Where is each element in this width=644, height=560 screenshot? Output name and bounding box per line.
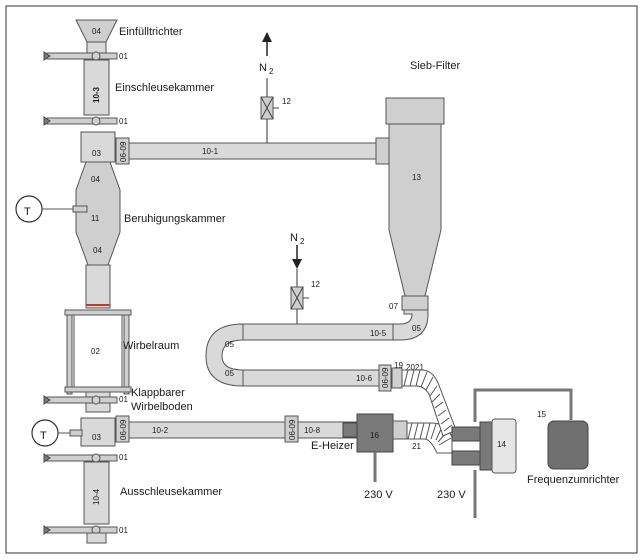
part-16: 16: [370, 431, 379, 440]
valve-01-second: [43, 116, 118, 126]
label-wirbelraum: Wirbelraum: [123, 340, 179, 352]
n2-inlet-mid: [290, 245, 309, 324]
flange-filter-inlet: [375, 137, 390, 165]
frequenzumrichter: [547, 420, 589, 470]
part-06-09-bottom-left: 06-09: [119, 419, 128, 440]
part-05-right: 05: [412, 324, 421, 333]
valve-01-top: [43, 51, 118, 61]
label-beruhigungskammer: Beruhigungskammer: [124, 213, 226, 225]
flange-06-09-loop: [378, 364, 392, 392]
label-wirbelboden: Wirbelboden: [131, 401, 193, 413]
label-ausschleusekammer: Ausschleusekammer: [120, 486, 222, 498]
label-einschleusekammer: Einschleusekammer: [115, 82, 214, 94]
label-klappbarer: Klappbarer: [131, 387, 185, 399]
temperature-sensor-top: [15, 195, 88, 223]
valve-01-fourth: [43, 453, 118, 463]
blower-14: [491, 418, 517, 474]
part-02: 02: [91, 347, 100, 356]
part-21-top: 21: [415, 363, 424, 372]
e-heizer: [356, 413, 394, 453]
part-06-09-bottom-right: 06-09: [288, 419, 297, 440]
e-heizer-stub: [342, 422, 358, 438]
wirbelraum-rod-left: [66, 309, 73, 395]
part-01-second: 01: [119, 117, 128, 126]
n2-sub-mid: 2: [300, 237, 305, 246]
label-e-heizer: E-Heizer: [311, 440, 354, 452]
heater-coupling: [392, 420, 408, 440]
frame: [5, 5, 638, 554]
temp-symbol-bottom: T: [40, 430, 47, 442]
part-04-lower-cone: 04: [93, 246, 102, 255]
part-06-09-top: 06-09: [119, 141, 128, 162]
part-03-bottom: 03: [92, 433, 101, 442]
part-10-1: 10-1: [202, 147, 219, 156]
part-11: 11: [91, 214, 100, 223]
n2-label-top: N: [259, 62, 267, 74]
temperature-sensor-bottom: [31, 419, 83, 447]
part-05-left-upper: 05: [225, 340, 234, 349]
label-frequenzumrichter: Frequenzumrichter: [527, 474, 620, 486]
part-20: 20: [406, 363, 415, 372]
part-19-box: [391, 367, 403, 389]
label-einfuelltrichter: Einfülltrichter: [119, 26, 183, 38]
part-19: 19: [394, 361, 403, 370]
n2-sub-top: 2: [269, 67, 274, 76]
part-01-top: 01: [119, 52, 128, 61]
voltage-heater: 230 V: [364, 489, 393, 501]
part-10-4: 10-4: [92, 488, 101, 505]
part-04-hopper: 04: [92, 27, 101, 36]
hose-21-lower-hatch: [407, 422, 452, 446]
valve-01-bottom: [43, 525, 118, 535]
temp-symbol-top: T: [24, 206, 31, 218]
ausschleusekammer: [83, 461, 110, 525]
part-05-left-lower: 05: [225, 369, 234, 378]
part-14: 14: [497, 440, 506, 449]
wirbelraum-rod-right: [123, 309, 130, 395]
shaft-bottom: [86, 532, 107, 544]
pipe-10-1: [128, 142, 377, 160]
wirbelraum: [73, 312, 123, 392]
part-10-5: 10-5: [370, 329, 387, 338]
valve-01-third: [43, 395, 118, 405]
n2-inlet-top: [260, 32, 279, 143]
hose-19-21-upper-hatch: [403, 369, 453, 432]
part-03-top: 03: [92, 149, 101, 158]
part-10-6: 10-6: [356, 374, 373, 383]
part-10-3: 10-3: [92, 86, 101, 103]
part-12-top: 12: [282, 97, 291, 106]
neck: [85, 264, 111, 309]
wirbelraum-top-flange: [64, 309, 132, 316]
part-10-8: 10-8: [304, 426, 321, 435]
part-06-09-loop: 06-09: [381, 367, 390, 388]
part-01-third: 01: [119, 395, 128, 404]
part-01-fourth: 01: [119, 453, 128, 462]
part-21-bottom: 21: [412, 442, 421, 451]
part-07: 07: [389, 302, 398, 311]
n2-label-mid: N: [290, 232, 298, 244]
label-sieb-filter: Sieb-Filter: [410, 60, 460, 72]
part-13: 13: [412, 173, 421, 182]
part-01-bottom: 01: [119, 526, 128, 535]
tee-03-top: [80, 131, 116, 163]
part-10-2: 10-2: [152, 426, 169, 435]
part-12-mid: 12: [311, 280, 320, 289]
filter-outlet-07: [401, 295, 429, 311]
part-15: 15: [537, 410, 546, 419]
einschleusekammer: [83, 59, 110, 116]
voltage-blower: 230 V: [437, 489, 466, 501]
wirbelraum-bottom-flange: [64, 386, 132, 393]
part-04-upper-cone: 04: [91, 175, 100, 184]
filter-top-cap: [385, 97, 445, 125]
blower-flange: [479, 421, 493, 471]
cable-frequency-converter: [473, 388, 573, 422]
